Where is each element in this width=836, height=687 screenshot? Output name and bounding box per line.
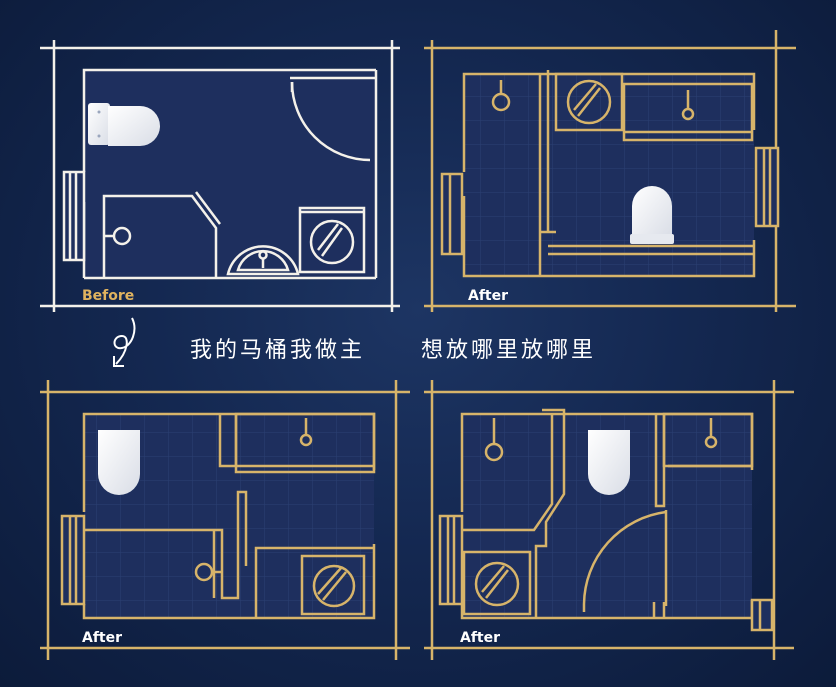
panel-label-after-1: After <box>468 288 508 304</box>
toilet-icon <box>630 186 674 244</box>
panel-label-after-2: After <box>82 630 122 646</box>
panel-label-before: Before <box>82 288 134 304</box>
sink-icon <box>226 245 300 276</box>
drain-icon <box>104 226 132 246</box>
caption-left: 我的马桶我做主 <box>190 338 366 363</box>
panel-after-1 <box>424 30 796 312</box>
drain-icon <box>299 418 313 447</box>
caption-right: 想放哪里放哪里 <box>421 338 597 363</box>
panel-before <box>40 40 400 312</box>
toilet-icon <box>588 430 630 495</box>
drain-icon <box>491 80 511 112</box>
drain-icon <box>484 418 504 462</box>
panel-after-3 <box>424 380 794 660</box>
drain-icon <box>681 90 695 121</box>
window-left <box>62 170 86 262</box>
panel-after-2 <box>40 380 410 660</box>
toilet-icon <box>88 103 160 146</box>
toilet-icon <box>98 430 140 495</box>
panel-label-after-3: After <box>460 630 500 646</box>
washing-machine-icon <box>298 206 366 274</box>
drain-icon <box>704 418 718 449</box>
swirl-arrow-icon <box>113 317 136 367</box>
drain-icon <box>194 562 222 582</box>
caption: 我的马桶我做主 想放哪里放哪里 <box>190 332 650 366</box>
